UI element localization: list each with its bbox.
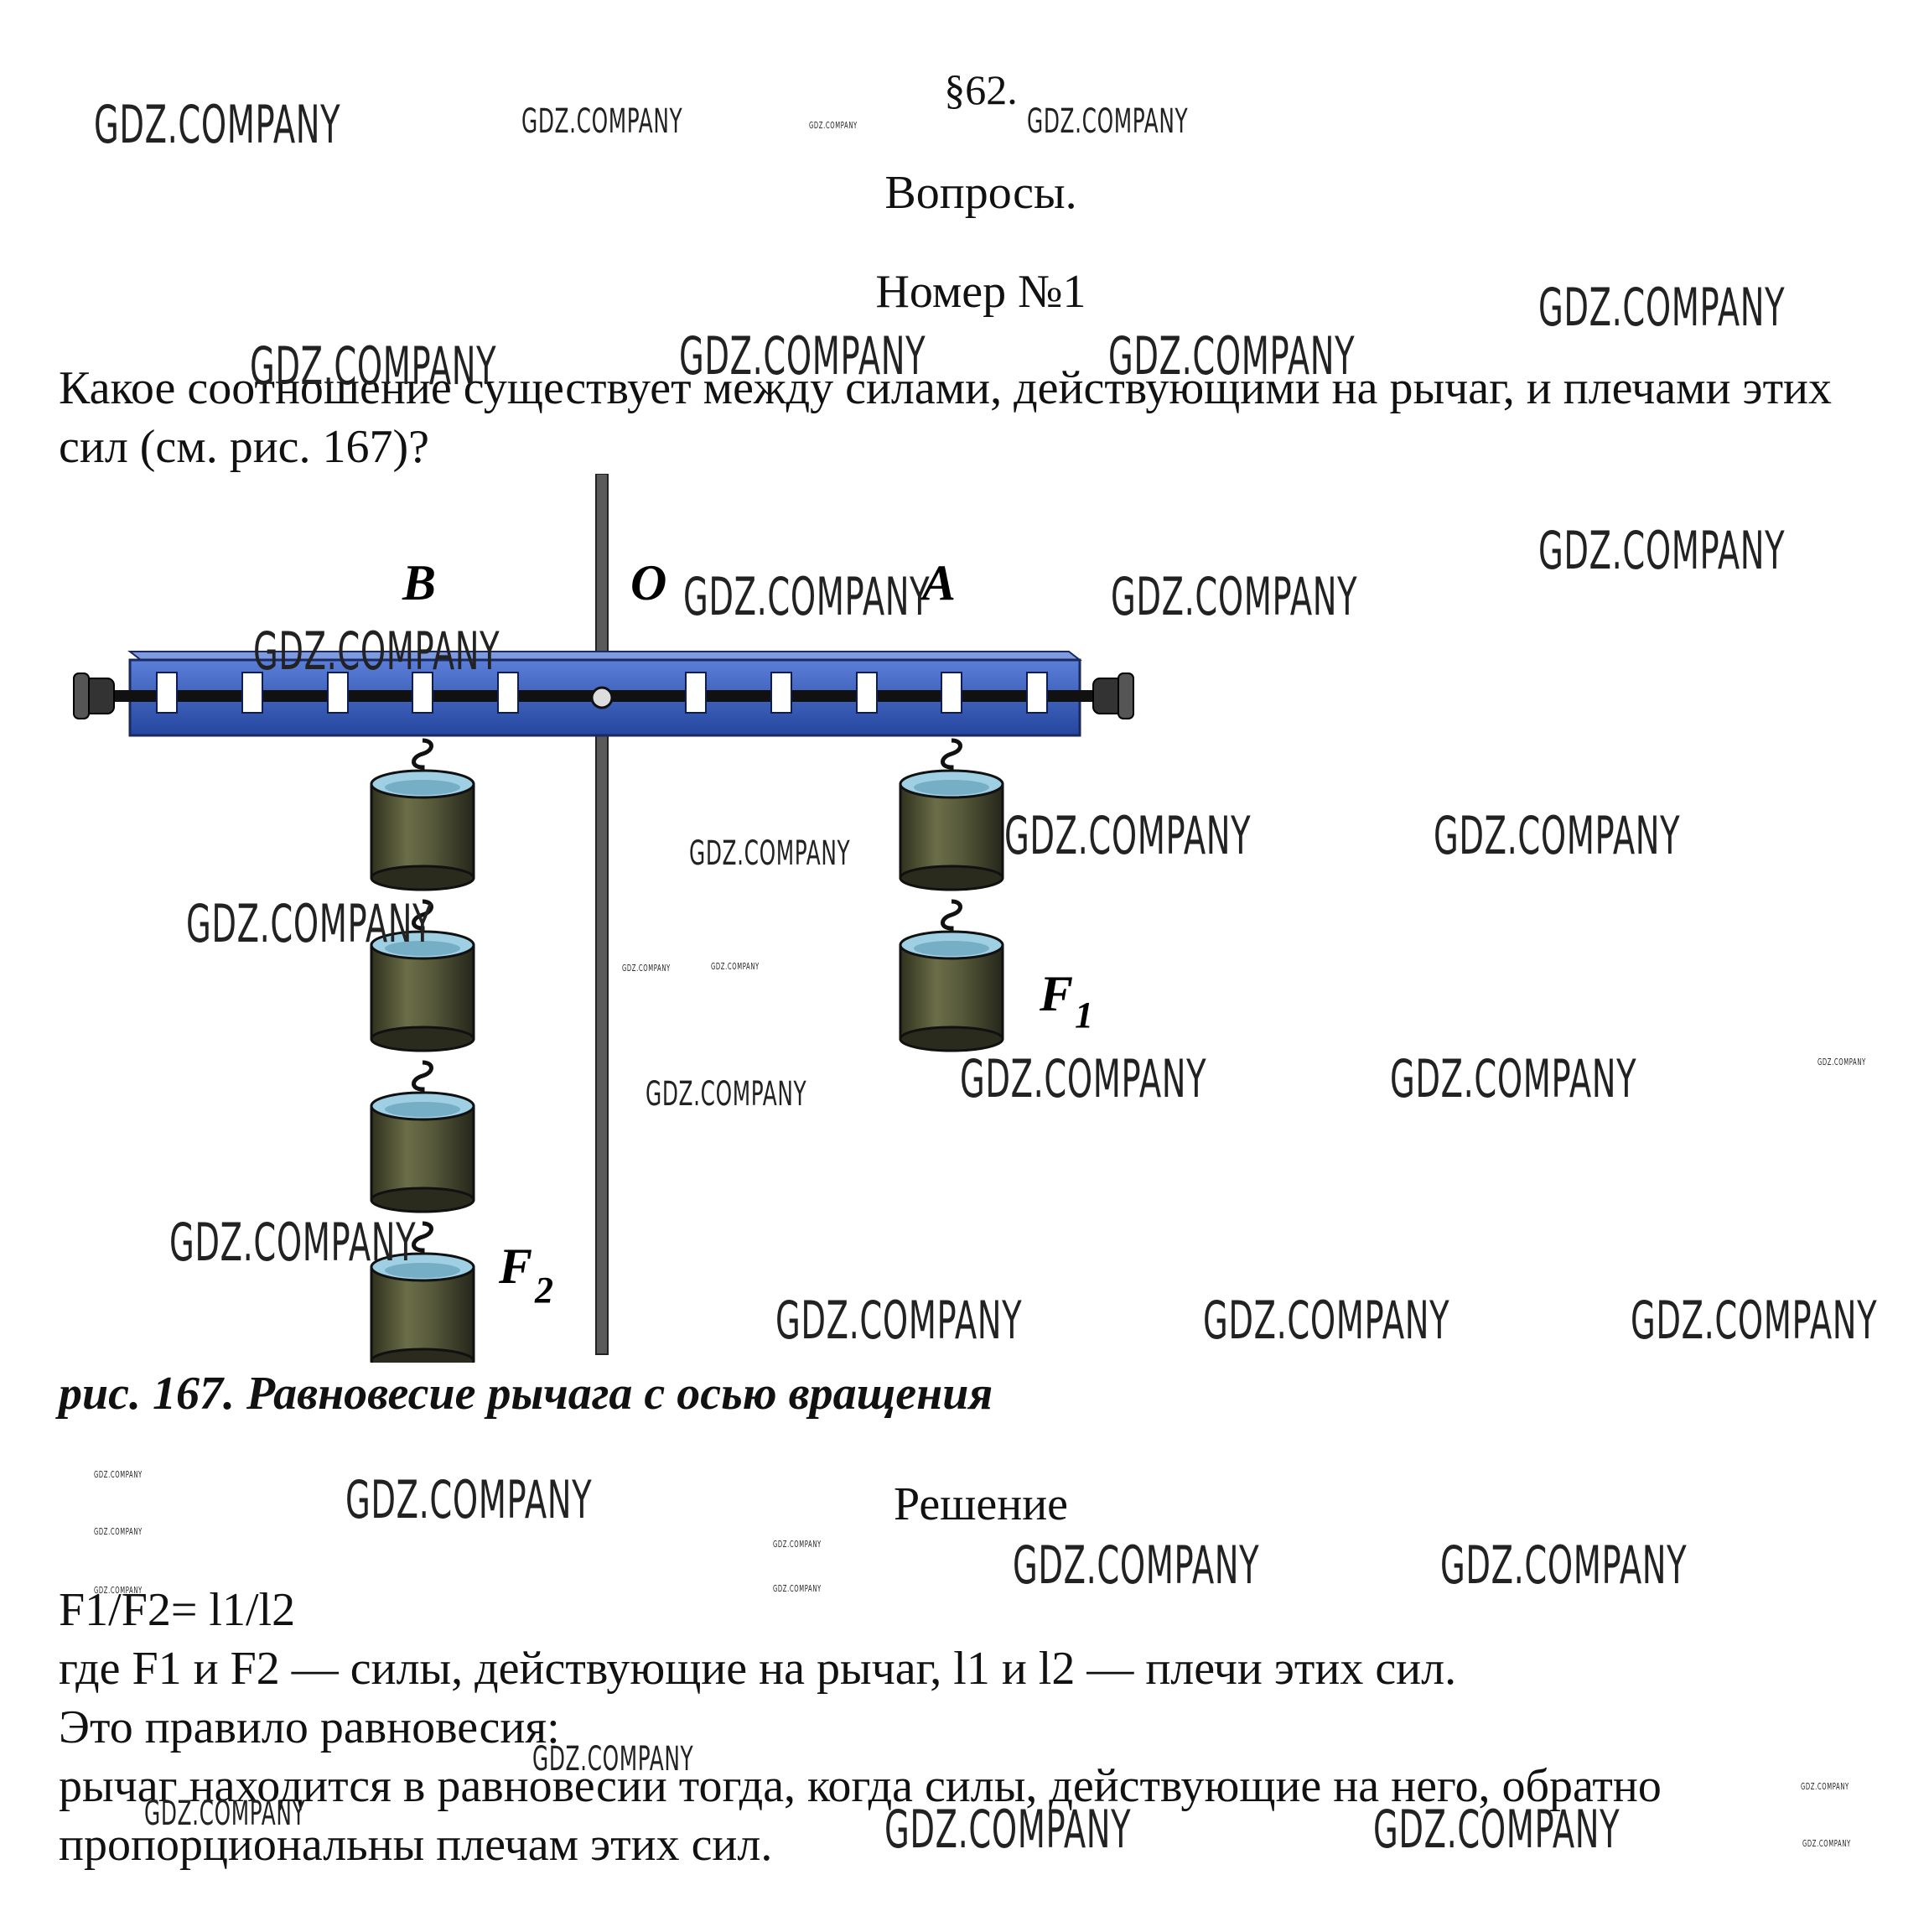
weight <box>370 1221 475 1363</box>
lever-hole <box>856 672 878 714</box>
question-number: Номер №1 <box>875 266 1086 318</box>
watermark: GDZ.COMPANY <box>1440 1535 1688 1596</box>
lever-bar <box>73 651 1134 737</box>
weight <box>370 899 475 1052</box>
lever-end-knob-left <box>73 673 115 719</box>
watermark: GDZ.COMPANY <box>1203 1290 1450 1351</box>
solution-line: где F1 и F2 — силы, действующие на рычаг… <box>59 1643 1457 1695</box>
solution-line: пропорциональны плечам этих сил. <box>59 1819 773 1871</box>
lever-hole <box>1026 672 1048 714</box>
watermark: GDZ.COMPANY <box>1818 1057 1866 1067</box>
label-b: B <box>402 555 436 610</box>
lever-hole <box>941 672 962 714</box>
stand-rod <box>595 474 609 1355</box>
watermark: GDZ.COMPANY <box>773 1539 822 1550</box>
watermark: GDZ.COMPANY <box>1538 520 1786 581</box>
lever-hole <box>412 672 433 714</box>
questions-heading: Вопросы. <box>884 167 1077 219</box>
watermark: GDZ.COMPANY <box>809 120 858 131</box>
solution-line: рычаг находится в равновесии тогда, когд… <box>59 1760 1662 1812</box>
label-o: O <box>630 555 666 610</box>
figure-caption: рис. 167. Равновесие рычага с осью враще… <box>59 1368 993 1420</box>
lever-holes <box>156 672 1048 714</box>
pivot-point <box>590 686 614 709</box>
lever-hole <box>497 672 519 714</box>
watermark: GDZ.COMPANY <box>1434 805 1681 866</box>
question-text: Какое соотношение существует между силам… <box>59 362 1833 473</box>
lever-figure: B O A F 1 F 2 <box>73 474 1134 1363</box>
label-f1: F <box>1039 966 1073 1021</box>
lever-hole <box>327 672 349 714</box>
solution-formula: F1/F2= l1/l2 <box>59 1584 296 1636</box>
weight <box>899 899 1004 1052</box>
lever-hole <box>685 672 707 714</box>
watermark: GDZ.COMPANY <box>1802 1838 1851 1849</box>
watermark: GDZ.COMPANY <box>1801 1781 1849 1792</box>
lever-end-knob-right <box>1092 673 1134 719</box>
solution-line: Это правило равновесия: <box>59 1701 560 1753</box>
watermark: GDZ.COMPANY <box>1013 1535 1260 1596</box>
label-a: A <box>919 555 956 610</box>
label-f2-sub: 2 <box>534 1270 553 1311</box>
lever-hole <box>770 672 792 714</box>
watermark: GDZ.COMPANY <box>1390 1048 1637 1109</box>
lever-hole <box>241 672 263 714</box>
solution-heading: Решение <box>893 1478 1069 1530</box>
label-f2: F <box>498 1239 532 1294</box>
watermark: GDZ.COMPANY <box>773 1583 822 1594</box>
weight <box>899 738 1004 891</box>
weight <box>370 738 475 891</box>
weights-right <box>899 738 1004 1052</box>
watermark: GDZ.COMPANY <box>1631 1290 1878 1351</box>
weight <box>370 1060 475 1213</box>
weights-left <box>370 738 475 1363</box>
section-number: §62. <box>944 66 1018 113</box>
label-f1-sub: 1 <box>1075 995 1093 1036</box>
lever-hole <box>156 672 178 714</box>
